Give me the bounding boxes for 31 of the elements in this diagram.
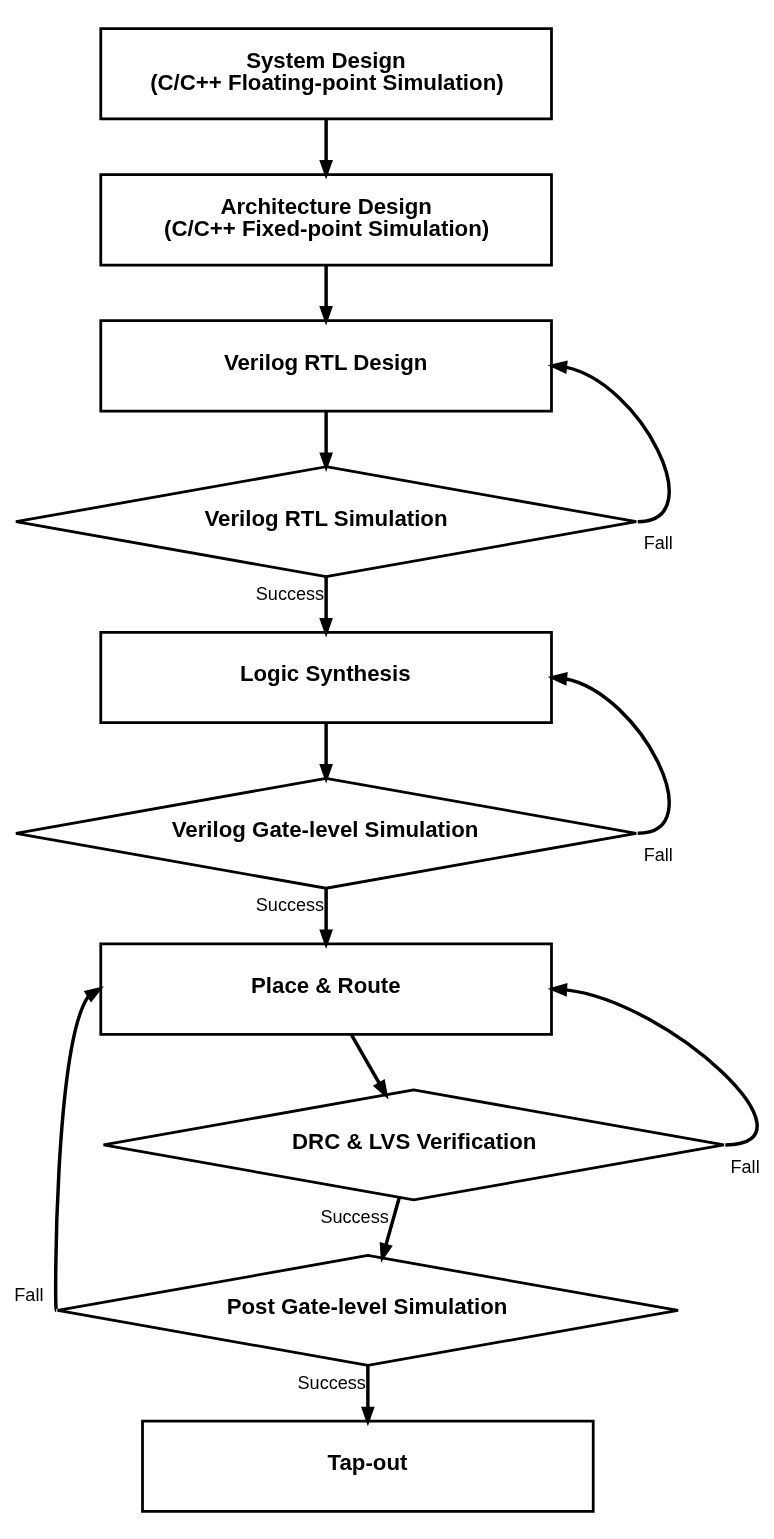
arrow (349, 1032, 389, 1099)
arrow (319, 410, 333, 472)
edge-label: Fall (730, 1156, 760, 1177)
edge-label: Success (255, 583, 325, 604)
edge-label: Fall (14, 1284, 44, 1305)
edge-label: Fall (643, 844, 673, 865)
arrow (319, 888, 333, 949)
edge-label: Success (255, 894, 325, 915)
arrow (547, 982, 759, 1147)
arrow (379, 1196, 402, 1263)
node-box: Architecture Design (C/C++ Fixed-point Simulation) (99, 172, 553, 266)
node-diamond: Verilog RTL Simulation (14, 464, 638, 578)
node-box: Logic Synthesis (99, 630, 553, 724)
edge-label: Success (297, 1372, 366, 1393)
node-diamond: Post Gate-level Simulation (56, 1253, 680, 1367)
arrow (547, 360, 671, 523)
arrow (319, 118, 333, 179)
edge-label: Fall (643, 532, 673, 553)
arrow (319, 264, 333, 325)
arrow (319, 722, 333, 784)
node-box: Place & Route (99, 942, 553, 1036)
arrow (319, 576, 333, 637)
arrow (547, 671, 671, 835)
node-box: System Design (C/C++ Floating-point Simulation) (99, 26, 553, 120)
node-box: Verilog RTL Design (99, 318, 553, 412)
arrow (53, 985, 104, 1311)
node-diamond: DRC & LVS Verification (102, 1088, 726, 1201)
edge-label: Success (320, 1206, 389, 1227)
node-diamond: Verilog Gate-level Simulation (14, 776, 638, 890)
arrow (361, 1365, 375, 1426)
node-box: Tap-out (141, 1419, 595, 1513)
